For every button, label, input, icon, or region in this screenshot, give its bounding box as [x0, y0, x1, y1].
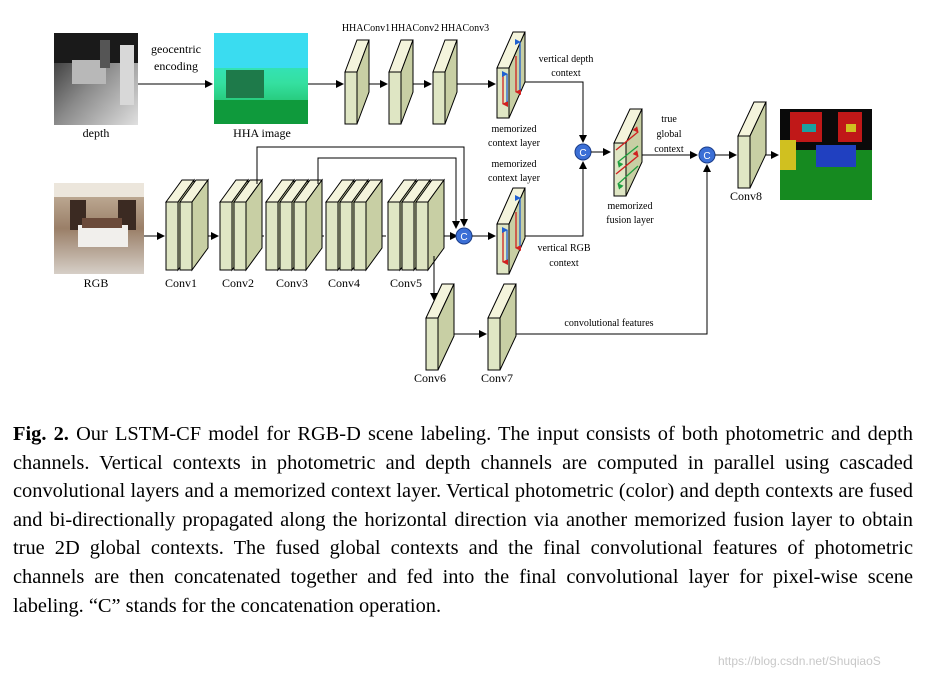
- memorized-context-mid-line2: context layer: [488, 173, 541, 184]
- vertical-rgb-context-line2: context: [549, 258, 579, 269]
- memorized-fusion-line1: memorized: [608, 201, 653, 212]
- figure-caption: Fig. 2. Our LSTM-CF model for RGB-D scen…: [13, 420, 913, 620]
- conv4-label: Conv4: [328, 276, 360, 290]
- hhaconv1-label: HHAConv1: [342, 23, 390, 34]
- watermark: https://blog.csdn.net/ShuqiaoS: [718, 654, 881, 668]
- hhaconv2-label: HHAConv2: [391, 23, 439, 34]
- conv3-label: Conv3: [276, 276, 308, 290]
- concat-symbol-fusion: C: [579, 148, 586, 159]
- conv7-label: Conv7: [481, 371, 513, 385]
- conv1-block: [165, 178, 209, 272]
- caption-text: Our LSTM-CF model for RGB-D scene labeli…: [13, 423, 913, 617]
- encoding-label-line2: encoding: [154, 59, 198, 73]
- conv2-label: Conv2: [222, 276, 254, 290]
- hha-label: HHA image: [233, 126, 291, 140]
- output-segmentation: [780, 109, 872, 200]
- memorized-fusion-layer: [613, 108, 643, 197]
- hhaconv1-block: [344, 39, 370, 125]
- encoding-label-line1: geocentric: [151, 42, 201, 56]
- memorized-context-top-line2: context layer: [488, 138, 541, 149]
- conv3-block: [265, 178, 323, 272]
- hhaconv3-block: [432, 39, 458, 125]
- hha-image: [214, 33, 308, 124]
- concat-node-final: C: [698, 146, 716, 164]
- vertical-depth-context-line1: vertical depth: [539, 54, 594, 65]
- concat-symbol-final: C: [703, 151, 710, 162]
- hhaconv3-label: HHAConv3: [441, 23, 489, 34]
- caption-label: Fig. 2.: [13, 423, 69, 445]
- true-global-context-line1: true: [661, 114, 677, 125]
- conv1-label: Conv1: [165, 276, 197, 290]
- memorized-context-top-line1: memorized: [492, 124, 537, 135]
- conv8-label: Conv8: [730, 189, 762, 203]
- conv4-block: [325, 178, 383, 272]
- vertical-rgb-context-line1: vertical RGB: [537, 243, 590, 254]
- memorized-context-layer-depth: [496, 31, 526, 119]
- memorized-fusion-line2: fusion layer: [606, 215, 654, 226]
- lstm-cf-diagram: depth HHA image RGB geocentric encoding: [54, 23, 872, 385]
- concat-symbol-rgb: C: [460, 232, 467, 243]
- vertical-depth-context-line2: context: [551, 68, 581, 79]
- memorized-context-layer-rgb: [496, 187, 526, 275]
- convolutional-features-label: convolutional features: [564, 318, 653, 329]
- hha-conv-stack: [344, 39, 458, 125]
- depth-image: [54, 33, 138, 125]
- concat-node-fusion: C: [574, 143, 592, 161]
- conv6-block: [425, 283, 455, 371]
- rgb-label: RGB: [84, 276, 109, 290]
- conv8-block: [737, 101, 767, 189]
- depth-label: depth: [83, 126, 110, 140]
- conv5-block: [387, 178, 445, 272]
- hhaconv2-block: [388, 39, 414, 125]
- conv6-label: Conv6: [414, 371, 446, 385]
- conv2-block: [219, 178, 263, 272]
- conv7-block: [487, 283, 517, 371]
- true-global-context-line3: context: [654, 144, 684, 155]
- concat-node-rgb: C: [455, 227, 473, 245]
- memorized-context-mid-line1: memorized: [492, 159, 537, 170]
- rgb-image: [54, 183, 144, 274]
- true-global-context-line2: global: [657, 129, 682, 140]
- rgb-conv-stack: [165, 178, 445, 272]
- conv5-label: Conv5: [390, 276, 422, 290]
